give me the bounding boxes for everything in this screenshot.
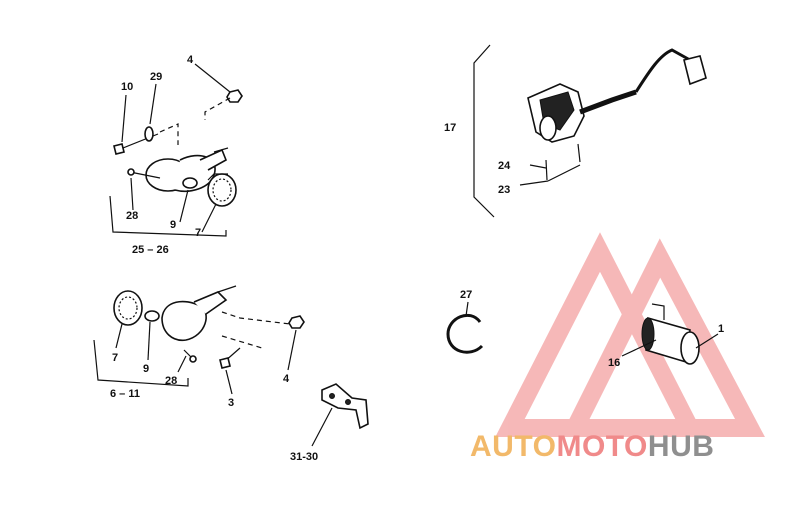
nut-4-top-icon	[226, 89, 243, 103]
wire-harness-icon	[579, 89, 637, 115]
callout-10: 10	[121, 81, 133, 93]
bulb-9-bottom-icon	[144, 310, 160, 322]
mount-bracket-31-30	[311, 383, 369, 447]
callout-27: 27	[460, 289, 472, 301]
cylinder-part-1-16	[621, 303, 719, 365]
bulb-9-top-icon	[182, 177, 198, 189]
bracket-17	[473, 44, 495, 218]
callout-17: 17	[444, 122, 456, 134]
callout-6-11: 6 – 11	[110, 388, 140, 400]
washer-29-icon	[144, 126, 154, 142]
callout-28-bottom: 28	[165, 375, 177, 387]
callout-29: 29	[150, 71, 162, 83]
callout-1: 1	[718, 323, 724, 335]
watermark-moto: MOTO	[556, 430, 647, 463]
nut-4-bottom-icon	[288, 315, 305, 329]
callout-28-top: 28	[126, 210, 138, 222]
callout-16: 16	[608, 357, 620, 369]
callout-23: 23	[498, 184, 510, 196]
handlebar-switch-assembly	[473, 44, 707, 218]
screw-24-icon	[529, 159, 548, 181]
callout-labels: 10 29 4 28 9 7 25 – 26 17 24 23 7 9 28 6…	[110, 54, 724, 463]
lens-7-top-icon	[207, 173, 237, 207]
turn-signal-assembly-top	[109, 63, 243, 237]
bolt-3-icon	[219, 347, 241, 369]
callout-9-bottom: 9	[143, 363, 149, 375]
callout-3: 3	[228, 397, 234, 409]
switch-housing-icon	[527, 83, 585, 143]
screw-28-bottom-icon	[183, 349, 197, 363]
callout-7-top: 7	[195, 227, 201, 239]
watermark-auto: AUTO	[470, 430, 556, 463]
callout-4-top: 4	[187, 54, 194, 66]
turn-signal-assembly-bottom	[93, 285, 305, 395]
screw-23-icon	[577, 143, 581, 163]
retaining-clip-27-icon	[446, 301, 484, 354]
watermark-hub: HUB	[648, 430, 715, 463]
screw-28-top-icon	[127, 168, 161, 179]
lamp-housing-bottom-icon	[161, 285, 237, 342]
callout-7-bottom: 7	[112, 352, 118, 364]
connector-icon	[683, 55, 707, 86]
watermark-logo	[495, 232, 765, 437]
bolt-10-icon	[113, 133, 159, 155]
watermark-text: AUTOMOTOHUB	[470, 430, 714, 463]
svg-text:AUTOMOTOHUB: AUTOMOTOHUB	[470, 430, 714, 463]
lens-7-bottom-icon	[113, 290, 143, 326]
callout-9-top: 9	[170, 219, 176, 231]
callout-31-30: 31-30	[290, 451, 318, 463]
callout-4-bottom: 4	[283, 373, 290, 385]
callout-25-26: 25 – 26	[132, 244, 169, 256]
callout-24: 24	[498, 160, 511, 172]
